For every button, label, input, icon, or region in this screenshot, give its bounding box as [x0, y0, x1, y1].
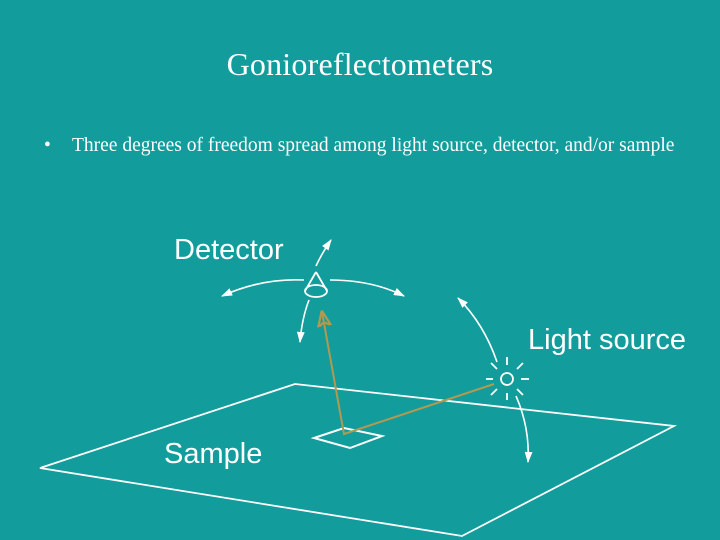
light-ray: [322, 312, 495, 436]
detector-elevation-arrow-up: [315, 239, 332, 267]
light-source-label: Light source: [528, 324, 686, 356]
bullet-item: • Three degrees of freedom spread among …: [44, 132, 684, 159]
sample-label: Sample: [164, 438, 262, 470]
sample-square: [310, 426, 386, 450]
detector-azimuth-arrow-right: [329, 279, 406, 297]
light-source-arc-arrow-down: [515, 395, 533, 464]
bullet-dot: •: [44, 135, 51, 156]
detector-azimuth-arrow-left: [220, 279, 305, 297]
slide-title: Gonioreflectometers: [226, 46, 494, 82]
bullet-list: • Three degrees of freedom spread among …: [44, 132, 684, 159]
ground-plane: [39, 383, 678, 537]
detector-elevation-arrow-down: [296, 299, 310, 344]
detector-cone-icon: [304, 271, 328, 298]
light-source-arc-arrow-up: [457, 297, 498, 363]
bullet-text: Three degrees of freedom spread among li…: [72, 135, 675, 156]
light-source-sun-icon: [486, 357, 529, 400]
detector-label: Detector: [174, 234, 284, 266]
